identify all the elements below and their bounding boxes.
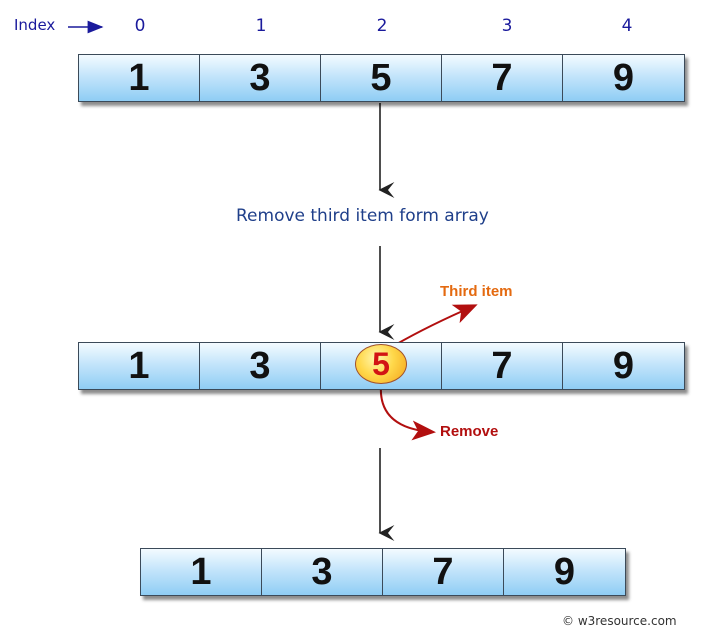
array-cell: 3	[200, 55, 321, 101]
array-cell-value: 7	[491, 345, 513, 387]
array-cell: 9	[563, 55, 684, 101]
index-number: 0	[134, 16, 146, 36]
array-cell-value: 1	[128, 57, 150, 99]
array-cell: 9	[504, 549, 625, 595]
third-item-label: Third item	[440, 283, 513, 300]
original-array: 1 3 5 7 9	[78, 54, 685, 102]
array-cell-value: 3	[311, 551, 333, 593]
array-cell: 3	[262, 549, 383, 595]
array-cell-value: 9	[553, 551, 576, 593]
array-cell: 5	[321, 55, 442, 101]
array-cell-value: 7	[491, 57, 513, 99]
array-cell: 7	[442, 55, 563, 101]
third-item-value: 5	[372, 346, 390, 382]
array-cell: 9	[563, 343, 684, 389]
array-cell: 1	[79, 343, 200, 389]
array-cell-value: 7	[432, 551, 454, 593]
array-cell-value: 3	[249, 57, 271, 99]
array-cell: 3	[200, 343, 321, 389]
array-cell-value: 1	[190, 551, 212, 593]
array-cell: 7	[442, 343, 563, 389]
result-array: 1 3 7 9	[140, 548, 626, 596]
index-number: 1	[255, 16, 267, 36]
array-cell-value: 1	[128, 345, 150, 387]
array-cell-value: 5	[370, 57, 392, 99]
third-item-arrow	[394, 304, 478, 346]
array-cell-value: 9	[612, 57, 635, 99]
third-item-highlight: 5	[355, 344, 407, 384]
array-cell-value: 3	[249, 345, 271, 387]
remove-arrow	[379, 384, 436, 441]
w3resource-credit: © w3resource.com	[562, 614, 677, 628]
index-number: 3	[501, 16, 513, 36]
array-cell: 1	[79, 55, 200, 101]
array-cell: 7	[383, 549, 504, 595]
index-label: Index	[14, 16, 56, 34]
remove-caption: Remove third item form array	[236, 206, 489, 226]
index-number: 2	[376, 16, 388, 36]
remove-label: Remove	[440, 423, 499, 440]
array-cell-value: 9	[612, 345, 635, 387]
array-cell: 1	[141, 549, 262, 595]
index-number: 4	[621, 16, 633, 36]
